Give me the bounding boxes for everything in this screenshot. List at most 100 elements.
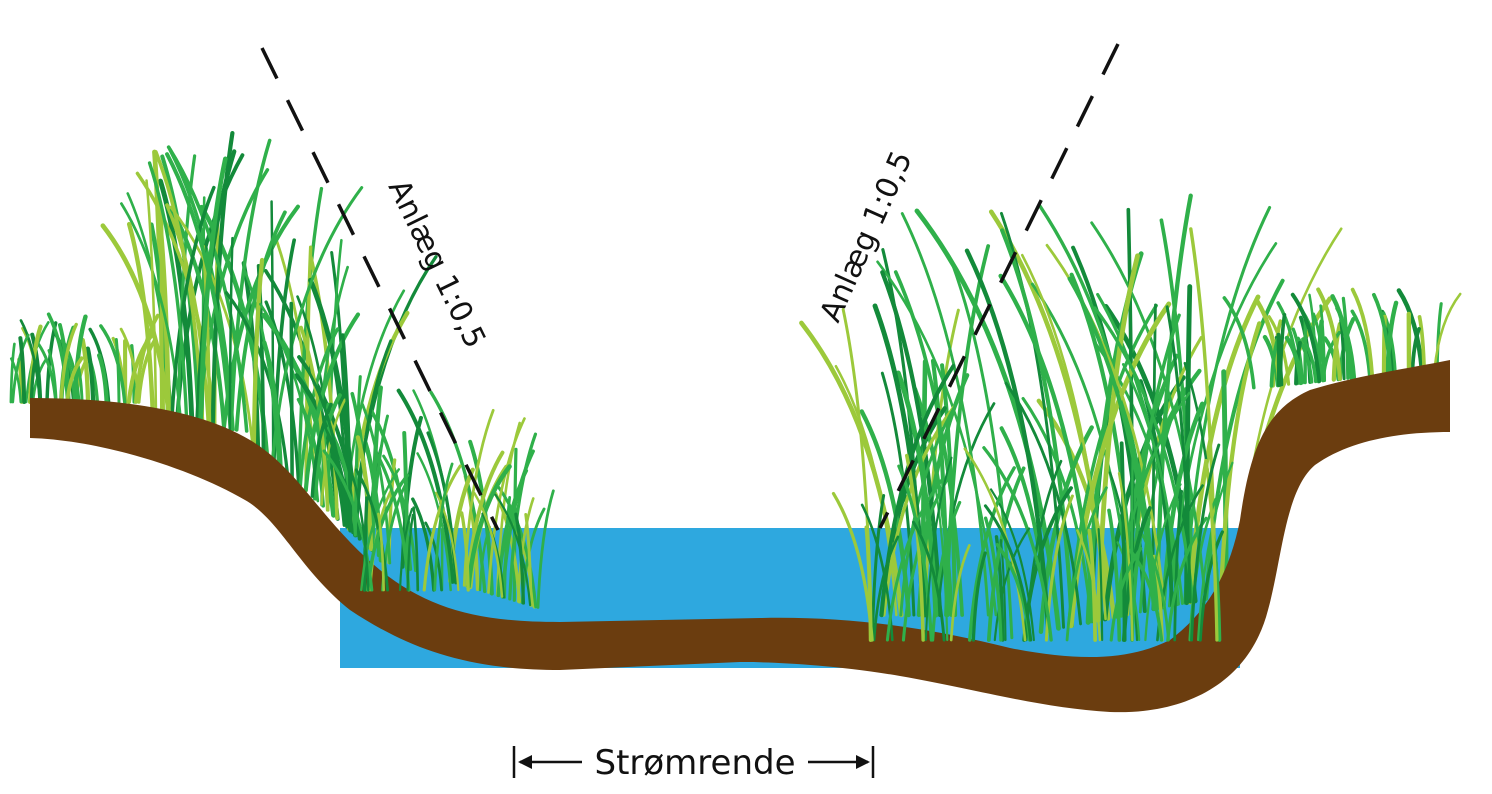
grass-blade bbox=[309, 255, 339, 521]
grass-blade bbox=[1350, 309, 1372, 378]
grass-blade bbox=[1144, 483, 1182, 642]
grass-blade bbox=[360, 468, 401, 592]
grass-blade bbox=[1301, 337, 1318, 384]
grass-blade bbox=[984, 516, 1003, 642]
grass-blade bbox=[1204, 458, 1219, 642]
grass-blade bbox=[1330, 294, 1354, 381]
grass-blade bbox=[1433, 292, 1462, 371]
grass-blade bbox=[210, 130, 235, 430]
grass-blade bbox=[406, 513, 414, 592]
grass-blade bbox=[382, 454, 418, 573]
grass-blade bbox=[9, 342, 16, 404]
grass-blade bbox=[1316, 287, 1342, 382]
grass-blade bbox=[466, 464, 512, 589]
grass-blade bbox=[96, 353, 109, 405]
grass-blade bbox=[971, 551, 987, 642]
grass-blade bbox=[1173, 489, 1184, 642]
grass-blade bbox=[1350, 287, 1375, 378]
grass-blade bbox=[514, 512, 526, 605]
grass-blade bbox=[341, 333, 353, 533]
grass-blade bbox=[433, 462, 454, 592]
grass-blade bbox=[59, 322, 78, 404]
grass-blade bbox=[262, 340, 283, 470]
grass-blade bbox=[349, 467, 370, 592]
grass-blade bbox=[305, 367, 349, 529]
grass-blade bbox=[234, 210, 287, 432]
grass-blade bbox=[65, 356, 84, 404]
grass-blade bbox=[1396, 288, 1425, 374]
grass-blade bbox=[229, 138, 272, 431]
grass-blade bbox=[169, 185, 216, 424]
grass-blade bbox=[224, 291, 290, 476]
grass-blade bbox=[1218, 321, 1262, 598]
grass-blade bbox=[923, 308, 960, 617]
grass-blade bbox=[799, 320, 904, 618]
grass-blade bbox=[99, 324, 127, 404]
grass-blade bbox=[993, 527, 1031, 642]
arrowhead-right bbox=[856, 755, 870, 769]
grass-blade bbox=[964, 248, 1051, 633]
grass-blade bbox=[1435, 302, 1443, 371]
soil-bank bbox=[30, 360, 1450, 713]
grass-blade bbox=[166, 145, 249, 433]
grass-blade bbox=[1138, 386, 1185, 614]
grass-blade bbox=[1222, 296, 1256, 390]
grass-blade bbox=[289, 354, 335, 517]
grass-blade bbox=[870, 493, 886, 642]
grass-blade bbox=[1065, 486, 1108, 642]
channel-label: Strømrende bbox=[594, 743, 795, 783]
grass-blade bbox=[933, 480, 949, 642]
grass-blade bbox=[396, 388, 455, 584]
grass-blade bbox=[371, 414, 389, 552]
grass-blade bbox=[1121, 506, 1152, 642]
grass-blade bbox=[1097, 527, 1104, 642]
grass-blade bbox=[294, 373, 353, 533]
grass-blade bbox=[963, 447, 1027, 642]
grass-vegetation-front bbox=[322, 440, 1234, 642]
grass-blade bbox=[85, 346, 96, 405]
grass-blade bbox=[1284, 335, 1304, 386]
grass-blade bbox=[1000, 228, 1074, 628]
left-slope-line bbox=[260, 47, 500, 531]
grass-blade bbox=[72, 314, 88, 405]
grass-blade bbox=[983, 504, 1033, 642]
grass-blade bbox=[1312, 312, 1326, 383]
grass-blade bbox=[322, 449, 374, 592]
grass-blade bbox=[29, 360, 37, 404]
grass-blade bbox=[434, 491, 460, 592]
grass-blade bbox=[320, 398, 347, 506]
grass-blade bbox=[1135, 523, 1170, 642]
grass-blade bbox=[1154, 193, 1193, 611]
right-slope-line bbox=[878, 43, 1120, 529]
grass-blade bbox=[508, 432, 538, 601]
grass-blade bbox=[145, 179, 158, 422]
grass-blade bbox=[930, 358, 950, 618]
grass-blade bbox=[478, 525, 491, 592]
grass-blade bbox=[303, 312, 361, 493]
grass-blade bbox=[924, 456, 953, 642]
grass-blade bbox=[1109, 546, 1143, 642]
grass-blade bbox=[487, 417, 526, 594]
grass-blade bbox=[885, 477, 944, 642]
grass-blade bbox=[536, 489, 555, 609]
grass-blade bbox=[60, 339, 81, 404]
grass-blade bbox=[859, 409, 911, 618]
grass-blade bbox=[1076, 529, 1102, 642]
grass-blade bbox=[377, 512, 385, 592]
grass-blade bbox=[120, 202, 183, 425]
grass-blade bbox=[9, 357, 23, 404]
grass-blade bbox=[402, 431, 410, 571]
grass-blade bbox=[872, 535, 900, 642]
grass-blade bbox=[1117, 471, 1134, 642]
grass-blade bbox=[880, 270, 943, 618]
grass-blade bbox=[1290, 292, 1322, 384]
channel-dimension: Strømrende bbox=[512, 743, 875, 783]
grass-blade bbox=[147, 161, 189, 426]
grass-blade bbox=[422, 464, 462, 592]
grass-blade bbox=[524, 512, 533, 607]
grass-blade bbox=[831, 491, 874, 642]
grass-blade bbox=[264, 300, 301, 486]
grass-blade bbox=[473, 492, 504, 598]
grass-blade bbox=[298, 327, 340, 488]
